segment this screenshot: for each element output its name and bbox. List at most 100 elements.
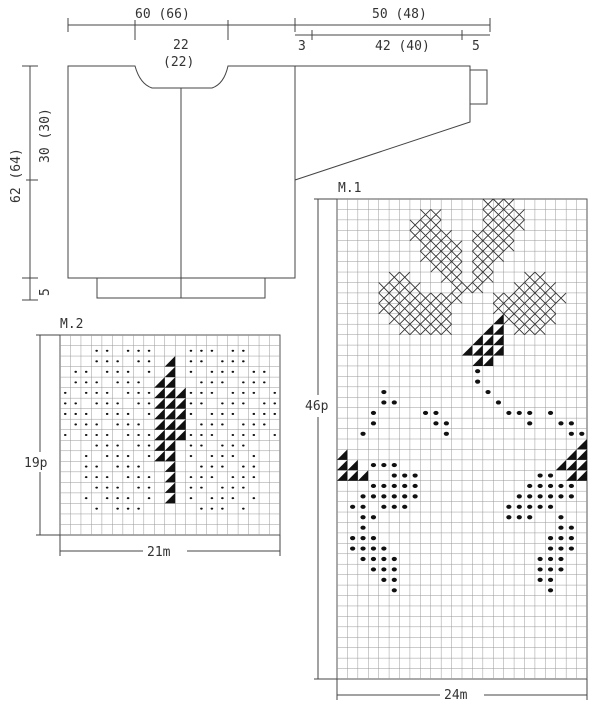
dot-stitch bbox=[221, 423, 224, 426]
dot-stitch bbox=[370, 567, 377, 572]
dot-stitch bbox=[527, 494, 533, 499]
dot-stitch bbox=[126, 412, 130, 415]
dot-stitch bbox=[200, 391, 203, 394]
dot-stitch bbox=[370, 410, 377, 415]
dot-stitch bbox=[74, 402, 78, 405]
cross-stitch bbox=[420, 240, 432, 252]
cross-stitch bbox=[430, 250, 442, 262]
neck-width-label: 22 bbox=[173, 38, 189, 53]
triangle-stitch bbox=[154, 450, 165, 462]
triangle-stitch bbox=[175, 408, 186, 420]
dot-stitch bbox=[360, 525, 366, 530]
dot-stitch bbox=[105, 455, 109, 458]
armhole-depth-label: 30 (30) bbox=[38, 108, 53, 163]
cross-stitch bbox=[524, 323, 536, 335]
cross-stitch bbox=[440, 229, 452, 242]
dot-stitch bbox=[370, 536, 377, 541]
dot-stitch bbox=[126, 465, 130, 468]
dot-stitch bbox=[242, 423, 245, 426]
triangle-stitch bbox=[493, 313, 504, 325]
dot-stitch bbox=[568, 483, 574, 489]
cross-stitch bbox=[388, 303, 400, 315]
dot-stitch bbox=[200, 402, 203, 405]
dot-stitch bbox=[200, 507, 203, 510]
dot-stitch bbox=[147, 391, 151, 394]
dot-stitch bbox=[422, 410, 429, 415]
dot-stitch bbox=[360, 546, 366, 551]
triangle-stitch bbox=[482, 345, 494, 356]
dot-stitch bbox=[516, 504, 522, 509]
dot-stitch bbox=[433, 410, 439, 415]
triangle-stitch bbox=[576, 449, 587, 460]
dot-stitch bbox=[443, 421, 449, 426]
dot-stitch bbox=[189, 433, 193, 437]
chart-m1-title: M.1 bbox=[338, 181, 361, 196]
cross-stitch bbox=[513, 323, 525, 335]
triangle-stitch bbox=[164, 471, 176, 483]
dot-stitch bbox=[137, 349, 140, 352]
label-bg bbox=[440, 686, 484, 704]
triangle-stitch bbox=[576, 439, 587, 450]
cross-stitch bbox=[472, 282, 484, 294]
dot-stitch bbox=[137, 476, 140, 479]
dot-stitch bbox=[252, 381, 256, 384]
dot-stitch bbox=[558, 525, 564, 530]
cross-stitch bbox=[440, 292, 452, 304]
dot-stitch bbox=[242, 391, 245, 394]
dot-stitch bbox=[200, 381, 203, 384]
dot-stitch bbox=[116, 402, 119, 405]
cross-stitch bbox=[545, 313, 557, 325]
dot-stitch bbox=[105, 360, 109, 363]
dot-stitch bbox=[210, 349, 214, 352]
dot-stitch bbox=[370, 421, 377, 426]
dot-stitch bbox=[391, 473, 397, 478]
triangle-stitch bbox=[164, 440, 176, 451]
dot-stitch bbox=[116, 507, 119, 510]
dot-stitch bbox=[252, 412, 256, 415]
dot-stitch bbox=[95, 391, 98, 394]
cross-stitch bbox=[399, 292, 411, 304]
triangle-stitch bbox=[555, 459, 567, 471]
cross-stitch bbox=[409, 303, 421, 315]
dot-stitch bbox=[95, 507, 98, 510]
cross-stitch bbox=[503, 313, 515, 325]
cross-stitch bbox=[503, 229, 515, 242]
dot-stitch bbox=[137, 391, 140, 394]
dot-stitch bbox=[231, 486, 235, 489]
chart-m2-rows-label: 19p bbox=[24, 456, 48, 471]
dot-stitch bbox=[547, 494, 554, 499]
cross-stitch bbox=[440, 261, 452, 273]
dot-stitch bbox=[527, 421, 533, 426]
dot-stitch bbox=[360, 515, 366, 520]
dot-stitch bbox=[147, 349, 151, 352]
dot-stitch bbox=[443, 431, 449, 436]
cross-stitch bbox=[545, 303, 557, 315]
cross-stitch bbox=[420, 323, 432, 335]
dot-stitch bbox=[485, 389, 491, 395]
cross-stitch bbox=[378, 303, 390, 315]
dot-stitch bbox=[231, 402, 235, 405]
dot-stitch bbox=[116, 465, 119, 468]
dot-stitch bbox=[147, 370, 151, 373]
dot-stitch bbox=[381, 556, 387, 562]
triangle-stitch bbox=[175, 387, 186, 399]
dot-stitch bbox=[200, 349, 203, 352]
cross-stitch bbox=[513, 282, 525, 294]
dot-stitch bbox=[252, 423, 256, 426]
dot-stitch bbox=[147, 433, 151, 437]
dot-stitch bbox=[391, 504, 397, 509]
dot-stitch bbox=[547, 473, 554, 478]
dot-stitch bbox=[360, 536, 366, 541]
dot-stitch bbox=[221, 412, 224, 415]
sleeve-edge-right-label: 5 bbox=[472, 39, 480, 54]
triangle-stitch bbox=[164, 408, 176, 420]
triangle-stitch bbox=[164, 450, 176, 462]
dot-stitch bbox=[210, 412, 214, 415]
sleeve-length-label: 50 (48) bbox=[372, 7, 427, 22]
dot-stitch bbox=[200, 465, 203, 468]
triangle-stitch bbox=[462, 345, 473, 356]
cross-stitch bbox=[399, 323, 411, 335]
chart-m1: M.1 46p 24m bbox=[303, 181, 588, 704]
